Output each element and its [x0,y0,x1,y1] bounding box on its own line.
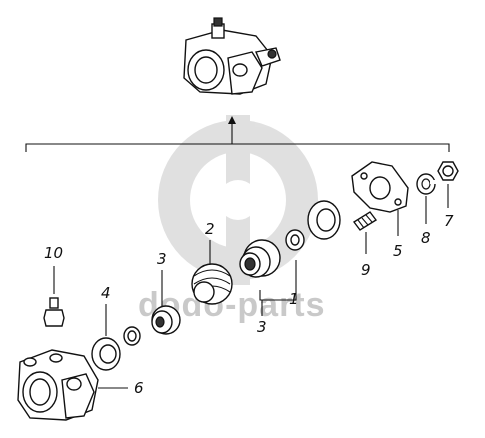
seal-ring-icon [91,337,121,371]
callout-6: 6 [134,379,144,397]
assembled-housing-icon [183,17,281,95]
callout-3a: 3 [157,250,167,268]
housing-body-icon [17,349,99,421]
callout-9: 9 [361,261,371,279]
lock-washer-icon [416,173,436,195]
bleed-nipple-icon [43,297,65,327]
watermark-logo [158,115,318,285]
assembly-bracket [25,116,450,152]
callout-5: 5 [393,242,403,260]
flange-plate-icon [351,161,409,213]
seal-ring-large-icon [307,200,341,240]
bellows-small-icon [151,305,181,335]
washer-icon [285,229,305,251]
threaded-stud-icon [352,211,378,231]
callout-7: 7 [444,212,454,230]
callout-2: 2 [205,220,215,238]
callout-1: 1 [289,290,299,308]
spring-boot-icon [191,263,233,305]
hex-nut-icon [437,161,459,181]
callout-3b: 3 [257,318,267,336]
callout-10: 10 [44,244,63,262]
bellows-seal-icon [239,239,281,278]
callout-8: 8 [421,229,431,247]
callout-4: 4 [101,284,111,302]
o-ring-icon [123,326,141,346]
